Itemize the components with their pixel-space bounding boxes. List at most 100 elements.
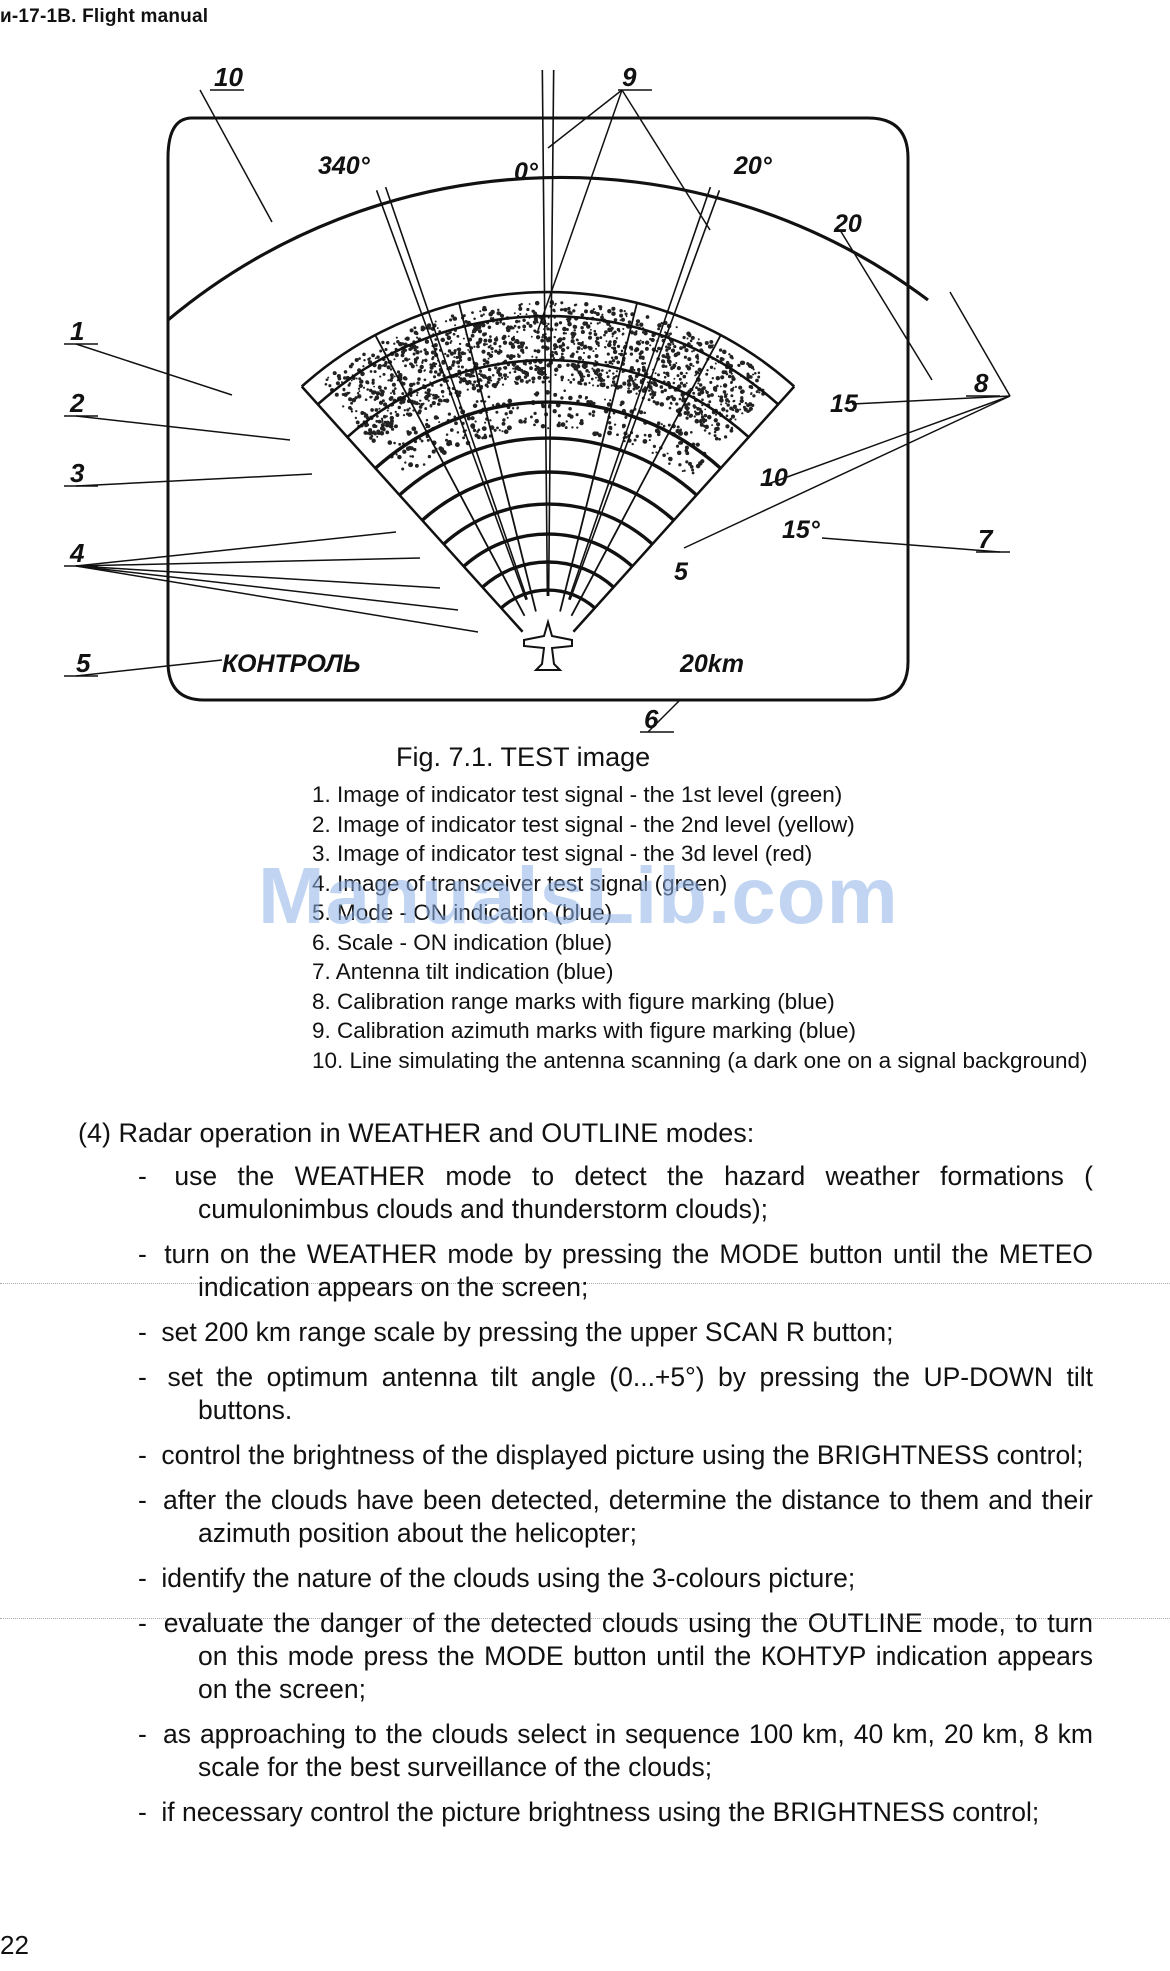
signal-dot — [553, 392, 558, 397]
signal-dot — [606, 321, 611, 326]
signal-dot — [441, 338, 444, 341]
signal-dot — [725, 360, 730, 365]
signal-dot — [607, 309, 612, 314]
signal-dot — [517, 354, 521, 358]
signal-dot — [594, 354, 599, 358]
signal-dot — [348, 405, 352, 410]
signal-dot — [536, 330, 540, 334]
signal-dot — [496, 370, 500, 375]
signal-dot — [467, 357, 472, 362]
signal-dot — [387, 440, 393, 445]
signal-dot — [408, 347, 412, 352]
signal-dot — [607, 342, 612, 348]
signal-dot — [434, 320, 437, 323]
signal-dot — [541, 336, 544, 339]
signal-dot — [671, 397, 677, 402]
signal-dot — [554, 367, 559, 372]
signal-dot — [348, 391, 351, 394]
signal-dot — [708, 400, 712, 404]
signal-dot — [638, 352, 642, 356]
signal-dot — [394, 352, 399, 358]
azimuth-line — [374, 334, 526, 617]
signal-dot — [603, 398, 607, 401]
signal-dot — [634, 347, 639, 352]
signal-dot — [391, 382, 396, 387]
signal-dot — [721, 370, 726, 375]
signal-dot — [692, 349, 695, 352]
signal-dot — [498, 429, 501, 432]
signal-dot — [534, 418, 539, 424]
signal-dot — [615, 374, 618, 378]
signal-dot — [421, 361, 424, 364]
signal-dot — [515, 365, 519, 369]
signal-dot — [575, 413, 579, 417]
signal-dot — [376, 355, 380, 359]
signal-dot — [696, 412, 701, 416]
signal-dot — [582, 351, 586, 355]
scale-label: 20km — [679, 650, 744, 678]
signal-dot — [655, 401, 659, 406]
signal-dot — [397, 454, 402, 460]
signal-dot — [389, 368, 393, 371]
signal-dot — [621, 370, 625, 374]
signal-dot — [668, 462, 671, 465]
signal-dot — [583, 375, 586, 378]
signal-dot — [453, 356, 456, 359]
callout-number: 7 — [978, 524, 994, 554]
signal-dot — [503, 429, 509, 435]
signal-dot — [631, 442, 634, 446]
signal-dot — [470, 423, 476, 429]
signal-dot — [546, 327, 550, 331]
signal-dot — [722, 390, 727, 394]
signal-dot — [726, 403, 730, 407]
signal-dot — [584, 302, 589, 307]
signal-dot — [565, 327, 569, 332]
signal-dot — [475, 341, 481, 346]
signal-dot — [355, 409, 358, 413]
signal-dot — [575, 364, 581, 369]
signal-dot — [669, 332, 672, 336]
signal-dot — [580, 326, 584, 330]
signal-dot — [362, 352, 366, 357]
signal-dot — [409, 455, 412, 458]
signal-dot — [487, 367, 492, 372]
signal-dot — [522, 370, 527, 374]
signal-dot — [536, 321, 539, 324]
signal-dot — [450, 428, 454, 432]
signal-dot — [648, 439, 651, 442]
signal-dot — [365, 380, 369, 384]
signal-dot — [486, 351, 491, 356]
signal-dot — [630, 367, 634, 371]
signal-dot — [471, 383, 475, 387]
signal-dot — [482, 362, 486, 366]
signal-dot — [647, 433, 652, 438]
signal-dot — [460, 365, 464, 369]
signal-dot — [481, 349, 486, 354]
signal-dot — [744, 401, 748, 405]
sector-edge — [300, 385, 524, 633]
signal-dot — [426, 438, 430, 442]
azimuth-label: 20° — [733, 152, 773, 180]
signal-dot — [481, 322, 486, 328]
signal-dot — [695, 442, 700, 447]
signal-dot — [713, 418, 718, 423]
signal-dot — [434, 362, 438, 366]
signal-dot — [398, 442, 402, 446]
signal-dot — [606, 352, 610, 356]
signal-dot — [528, 323, 533, 328]
signal-dot — [426, 323, 432, 328]
signal-dot — [740, 396, 744, 400]
signal-dot — [686, 337, 689, 340]
signal-dot — [633, 438, 637, 442]
signal-dot — [696, 357, 700, 361]
signal-dot — [408, 431, 412, 435]
signal-dot — [603, 333, 606, 337]
signal-dot — [733, 399, 736, 403]
signal-dot — [382, 402, 388, 407]
signal-dot — [378, 407, 381, 410]
signal-dot — [435, 395, 439, 399]
signal-dot — [725, 414, 729, 418]
signal-dot — [350, 401, 354, 405]
signal-dot — [696, 353, 699, 356]
leader-line — [851, 395, 1011, 405]
